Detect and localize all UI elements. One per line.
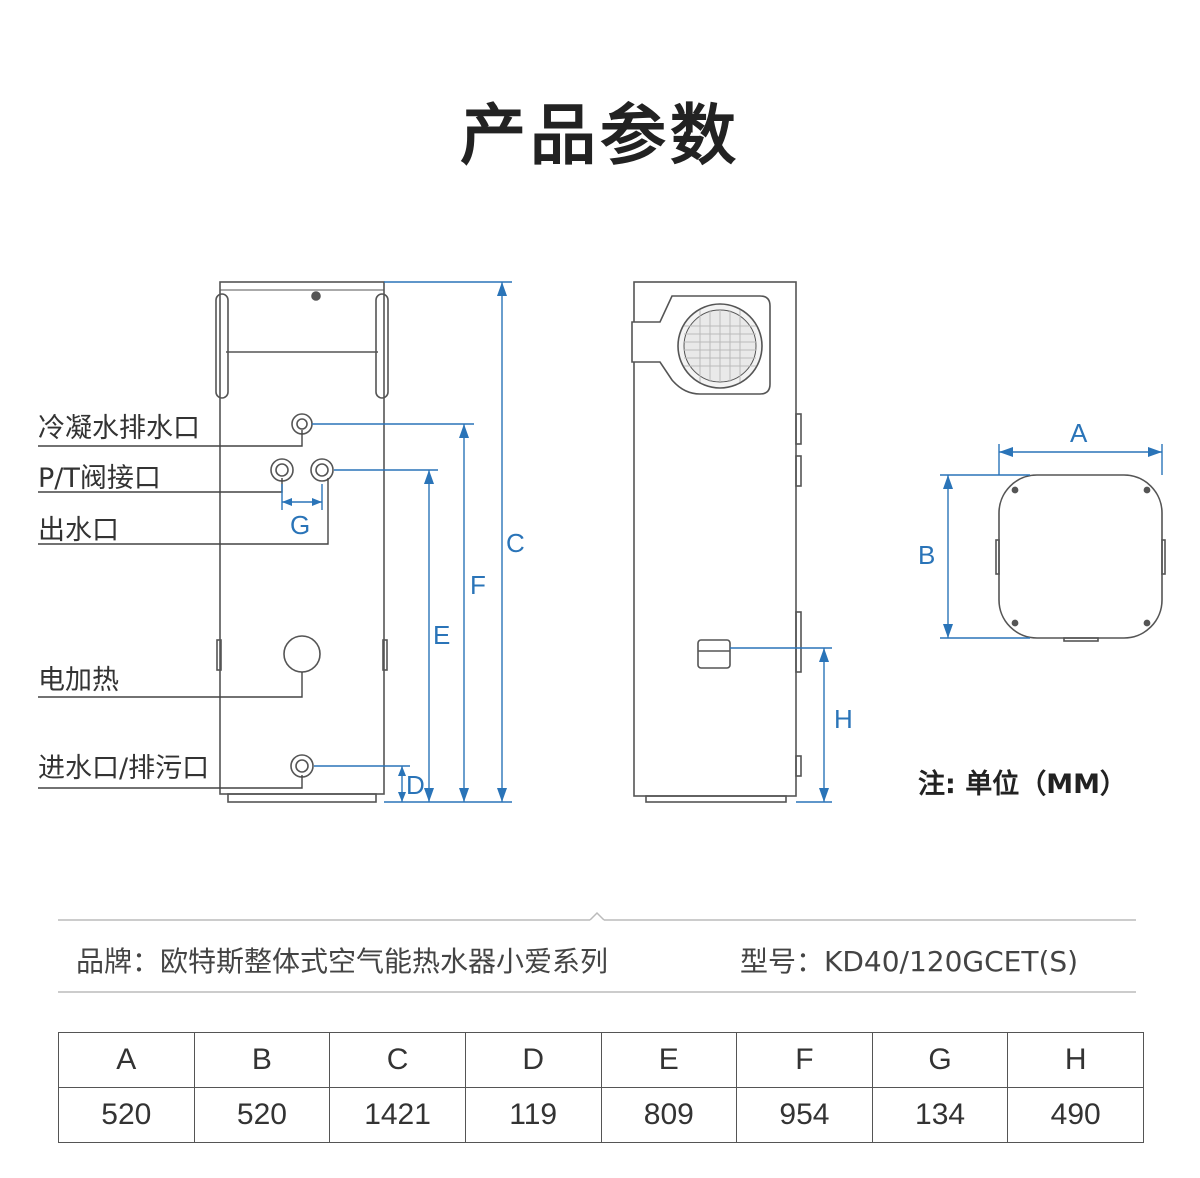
spec-header-row: A B C D E F G H xyxy=(58,1032,1144,1088)
spec-table: A B C D E F G H 520 520 1421 119 809 954… xyxy=(58,1032,1144,1143)
spec-header-cell: H xyxy=(1007,1032,1144,1088)
dim-label-c: C xyxy=(506,528,525,558)
label-water-inlet-drain: 进水口/排污口 xyxy=(38,753,210,784)
front-view xyxy=(215,281,389,803)
dim-label-b: B xyxy=(918,540,936,570)
page-title: 产品参数 xyxy=(460,97,740,174)
grille xyxy=(684,310,756,382)
spec-value-cell: 119 xyxy=(464,1087,602,1143)
spec-value-row: 520 520 1421 119 809 954 134 490 xyxy=(58,1087,1144,1143)
spec-header-cell: G xyxy=(871,1032,1009,1088)
label-condensate-drain: 冷凝水排水口 xyxy=(38,413,200,444)
model-line: 型号：KD40/120GCET(S) xyxy=(740,945,1079,978)
label-electric-heater: 电加热 xyxy=(38,665,119,696)
spec-header-cell: F xyxy=(736,1032,873,1088)
unit-note: 注: 单位（MM） xyxy=(918,769,1127,800)
spec-header-cell: D xyxy=(464,1032,602,1088)
spec-header-cell: E xyxy=(600,1032,738,1088)
dim-label-h: H xyxy=(834,704,853,734)
spec-value-cell: 954 xyxy=(736,1087,873,1143)
label-pt-valve: P/T阀接口 xyxy=(38,463,161,494)
front-leaders xyxy=(38,430,329,789)
label-water-outlet: 出水口 xyxy=(38,515,119,546)
front-dimensions xyxy=(281,281,512,803)
spec-value-cell: 490 xyxy=(1007,1087,1144,1143)
brand-line: 品牌：欧特斯整体式空气能热水器小爱系列 xyxy=(76,945,609,978)
spec-value-cell: 1421 xyxy=(329,1087,466,1143)
dim-label-a: A xyxy=(1070,418,1088,448)
spec-value-cell: 134 xyxy=(871,1087,1009,1143)
side-dimensions xyxy=(730,647,832,803)
dim-label-e: E xyxy=(433,620,451,650)
dim-label-d: D xyxy=(406,770,425,800)
spec-header-cell: C xyxy=(329,1032,466,1088)
dim-label-f: F xyxy=(470,570,486,600)
dim-label-g: G xyxy=(290,510,311,540)
separators xyxy=(58,911,1136,993)
top-view xyxy=(995,474,1166,642)
side-view xyxy=(631,281,802,803)
spec-header-cell: B xyxy=(193,1032,331,1088)
spec-value-cell: 520 xyxy=(193,1087,331,1143)
top-dimensions xyxy=(940,444,1163,639)
spec-value-cell: 520 xyxy=(58,1087,195,1143)
spec-value-cell: 809 xyxy=(600,1087,738,1143)
spec-header-cell: A xyxy=(58,1032,195,1088)
